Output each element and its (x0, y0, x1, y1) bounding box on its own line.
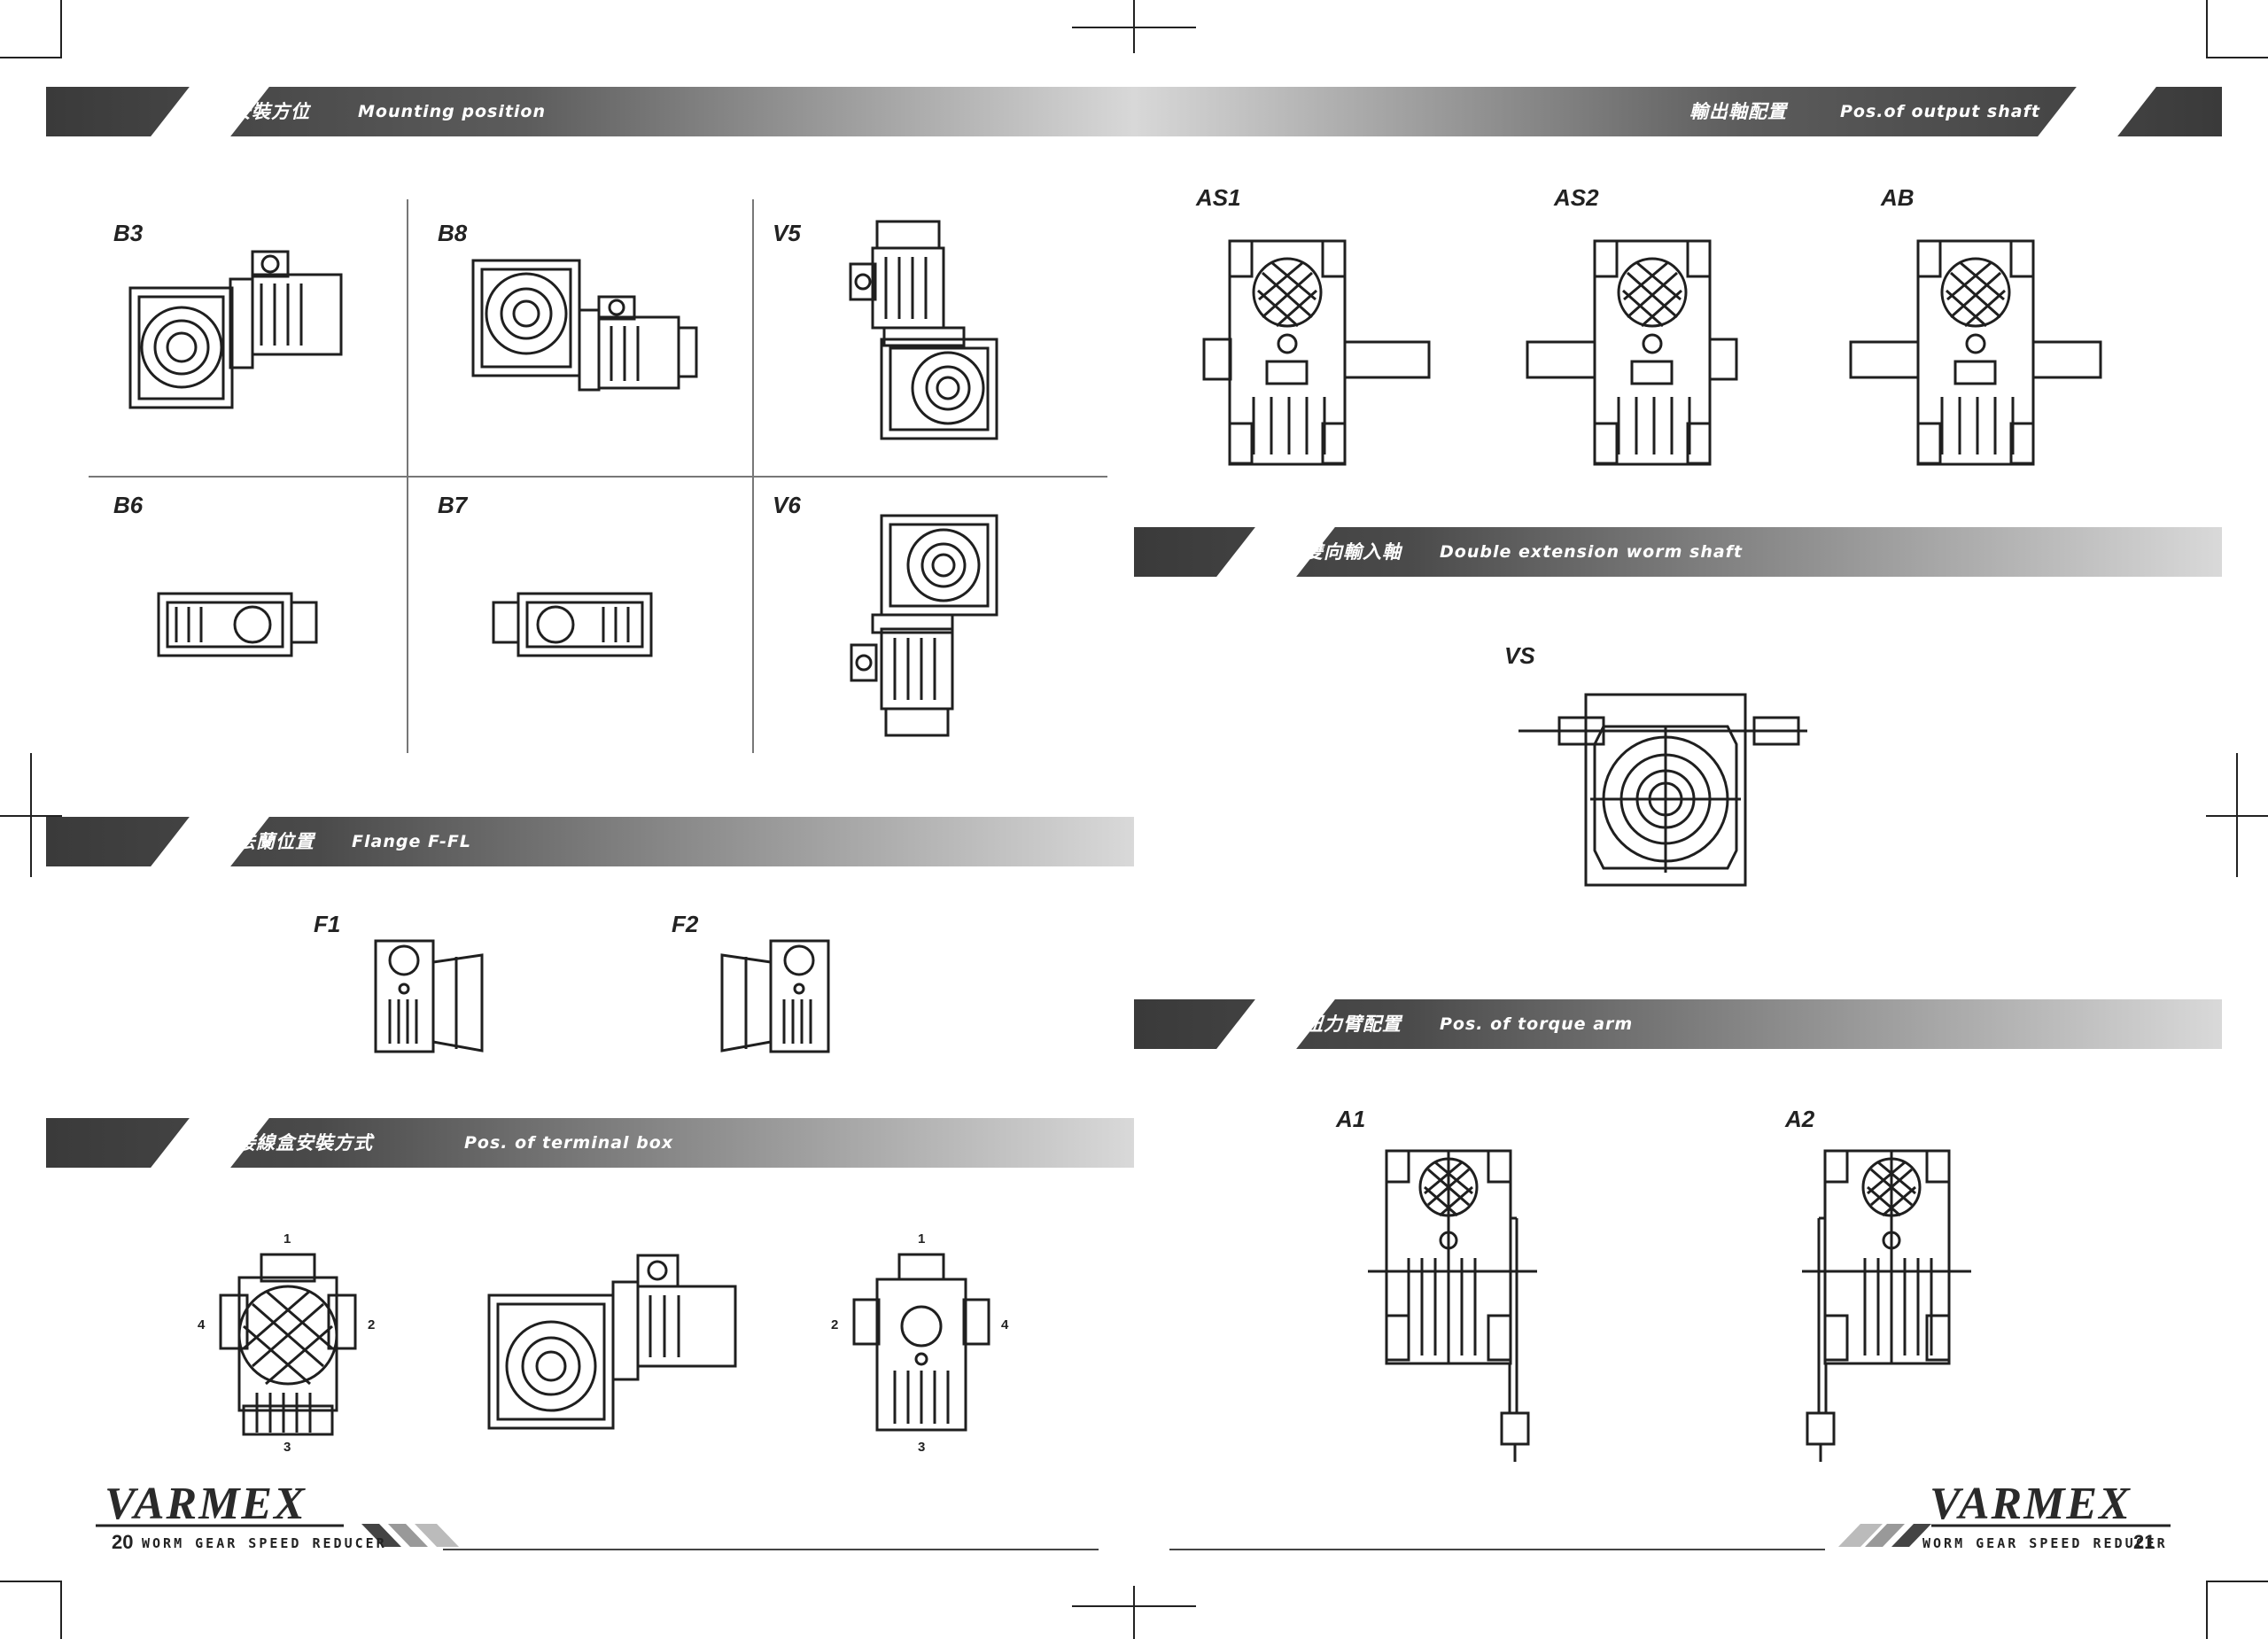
terminal-pos-b-4: 4 (1001, 1317, 1009, 1332)
double-extension-title-en: Double extension worm shaft (1440, 542, 1744, 562)
crop-mark (2206, 57, 2268, 58)
terminal-pos-1: 1 (284, 1231, 291, 1247)
header-title-en-right: Pos.of output shaft (1840, 102, 2040, 121)
v6-reducer-drawing (850, 514, 998, 737)
ab-shaft-drawing (1849, 239, 2102, 466)
double-extension-title-zh: 雙向輸入軸 (1304, 541, 1402, 563)
label-b6: B6 (113, 492, 144, 518)
footer-decoration-left (96, 1524, 459, 1547)
torque-arm-title-zh: 扭力臂配置 (1304, 1014, 1402, 1035)
footer-text-right: WORM GEAR SPEED REDUCER (1922, 1535, 2168, 1551)
brand-logo-left: VARMEX (105, 1479, 307, 1529)
crop-mark (30, 753, 32, 877)
terminal-pos-3: 3 (284, 1440, 291, 1455)
v5-reducer-drawing (849, 220, 998, 440)
terminal-pos-4: 4 (198, 1317, 206, 1332)
label-b3: B3 (113, 220, 144, 246)
terminal-pos-b-3: 3 (918, 1440, 926, 1455)
header-title-zh-left: 安裝方位 (232, 101, 310, 122)
label-v5: V5 (773, 220, 801, 246)
crop-mark (2206, 1581, 2208, 1639)
footer-rule-left (443, 1549, 1099, 1550)
page-number-left: 20 (112, 1531, 134, 1553)
b3-reducer-drawing (128, 250, 343, 409)
terminal-box-title-zh: 接線盒安裝方式 (237, 1132, 373, 1154)
as2-shaft-drawing (1526, 239, 1738, 466)
b6-reducer-drawing (157, 592, 318, 657)
terminal-box-title-en: Pos. of terminal box (464, 1133, 674, 1153)
flange-section-band: 法蘭位置 Flange F-FL (46, 817, 1134, 866)
grid-divider (89, 476, 1107, 478)
a2-torque-arm-drawing (1802, 1149, 1971, 1462)
label-f1: F1 (314, 911, 341, 937)
footer-text-left: WORM GEAR SPEED REDUCER (142, 1535, 387, 1551)
terminal-box-side-drawing (487, 1254, 737, 1430)
footer-decoration-right (1838, 1524, 2171, 1547)
label-b8: B8 (438, 220, 468, 246)
a1-torque-arm-drawing (1368, 1149, 1537, 1462)
label-as1: AS1 (1196, 184, 1241, 211)
label-as2: AS2 (1554, 184, 1599, 211)
header-title-en-left: Mounting position (358, 102, 547, 121)
double-extension-section-band: 雙向輸入軸 Double extension worm shaft (1134, 527, 2222, 577)
vs-worm-shaft-drawing (1518, 693, 1807, 887)
torque-arm-title-en: Pos. of torque arm (1440, 1014, 1634, 1034)
label-ab: AB (1881, 184, 1915, 211)
label-vs: VS (1504, 642, 1535, 669)
label-f2: F2 (672, 911, 699, 937)
crop-mark (2206, 1581, 2268, 1582)
brand-logo-right: VARMEX (1930, 1479, 2132, 1529)
f1-flange-drawing (374, 939, 484, 1053)
crop-mark (0, 1581, 62, 1582)
flange-title-en: Flange F-FL (352, 832, 471, 851)
crop-mark (60, 1581, 62, 1639)
flange-title-zh: 法蘭位置 (237, 831, 315, 852)
label-v6: V6 (773, 492, 801, 518)
b7-reducer-drawing (492, 592, 653, 657)
terminal-pos-b-2: 2 (831, 1317, 839, 1332)
page-number-right: 21 (2133, 1531, 2155, 1553)
header-band: 安裝方位 Mounting position 輸出軸配置 Pos.of outp… (46, 87, 2222, 136)
crop-mark (60, 0, 62, 58)
crop-mark (1133, 1586, 1135, 1639)
crop-mark (2236, 753, 2238, 877)
footer-rule-right (1169, 1549, 1825, 1550)
label-a2: A2 (1785, 1106, 1815, 1132)
terminal-box-section-band: 接線盒安裝方式 Pos. of terminal box (46, 1118, 1134, 1168)
torque-arm-section-band: 扭力臂配置 Pos. of torque arm (1134, 999, 2222, 1049)
label-b7: B7 (438, 492, 468, 518)
crop-mark (2206, 0, 2208, 58)
terminal-box-rear-drawing (852, 1253, 990, 1432)
crop-mark (0, 57, 62, 58)
terminal-pos-b-1: 1 (918, 1231, 926, 1247)
label-a1: A1 (1336, 1106, 1366, 1132)
crop-mark (1133, 0, 1135, 53)
as1-shaft-drawing (1202, 239, 1431, 466)
terminal-pos-2: 2 (368, 1317, 376, 1332)
f2-flange-drawing (720, 939, 830, 1053)
header-title-zh-right: 輸出軸配置 (1689, 101, 1787, 122)
b8-reducer-drawing (471, 259, 698, 392)
terminal-box-front-drawing (219, 1253, 357, 1436)
